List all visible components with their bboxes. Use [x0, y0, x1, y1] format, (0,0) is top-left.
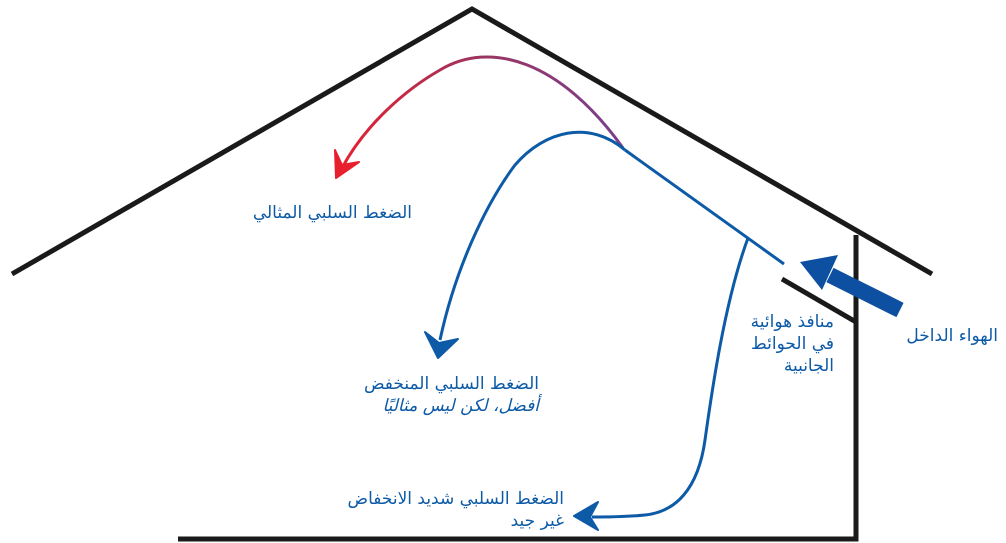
- extreme-pressure-label: الضغط السلبي شديد الانخفاض غير جيد: [348, 488, 564, 532]
- intake-air-shaft: [826, 267, 904, 318]
- extreme-pressure-note: غير جيد: [510, 511, 564, 531]
- ideal-flow-arrow: [334, 55, 625, 179]
- extreme-pressure-text: الضغط السلبي شديد الانخفاض: [347, 489, 564, 509]
- intake-air-arrow: [800, 255, 904, 318]
- vents-line-2: في الحوائط: [751, 334, 834, 354]
- intake-air-text: الهواء الداخل: [906, 326, 998, 346]
- reduced-flow-arrow: [424, 130, 626, 359]
- soffit-line: [780, 276, 858, 325]
- ideal-pressure-label: الضغط السلبي المثالي: [253, 202, 412, 224]
- extreme-flow-arrowhead: [573, 501, 599, 531]
- side-wall: [178, 235, 859, 542]
- reduced-pressure-note: أفضل، لكن ليس مثاليًا: [382, 396, 539, 416]
- intake-air-arrowhead: [800, 255, 838, 290]
- vents-line-3: الجانبية: [783, 356, 834, 376]
- ideal-flow-path: [340, 55, 625, 169]
- reduced-flow-path: [438, 130, 626, 341]
- ideal-flow-arrowhead: [334, 149, 360, 179]
- extreme-flow-arrow: [573, 237, 750, 531]
- roof-line: [10, 6, 934, 277]
- side-wall-vents-label: منافذ هوائية في الحوائط الجانبية: [751, 311, 834, 377]
- intake-air-label: الهواء الداخل: [906, 325, 998, 347]
- reduced-flow-arrowhead: [424, 331, 459, 359]
- reduced-pressure-label: الضغط السلبي المنخفض أفضل، لكن ليس مثالي…: [364, 373, 539, 417]
- ideal-pressure-text: الضغط السلبي المثالي: [252, 203, 412, 223]
- extreme-flow-path: [591, 237, 750, 519]
- vents-line-1: منافذ هوائية: [750, 312, 834, 332]
- house-outline: [10, 6, 934, 542]
- reduced-pressure-text: الضغط السلبي المنخفض: [363, 374, 539, 394]
- roof-flow-line: [624, 148, 785, 266]
